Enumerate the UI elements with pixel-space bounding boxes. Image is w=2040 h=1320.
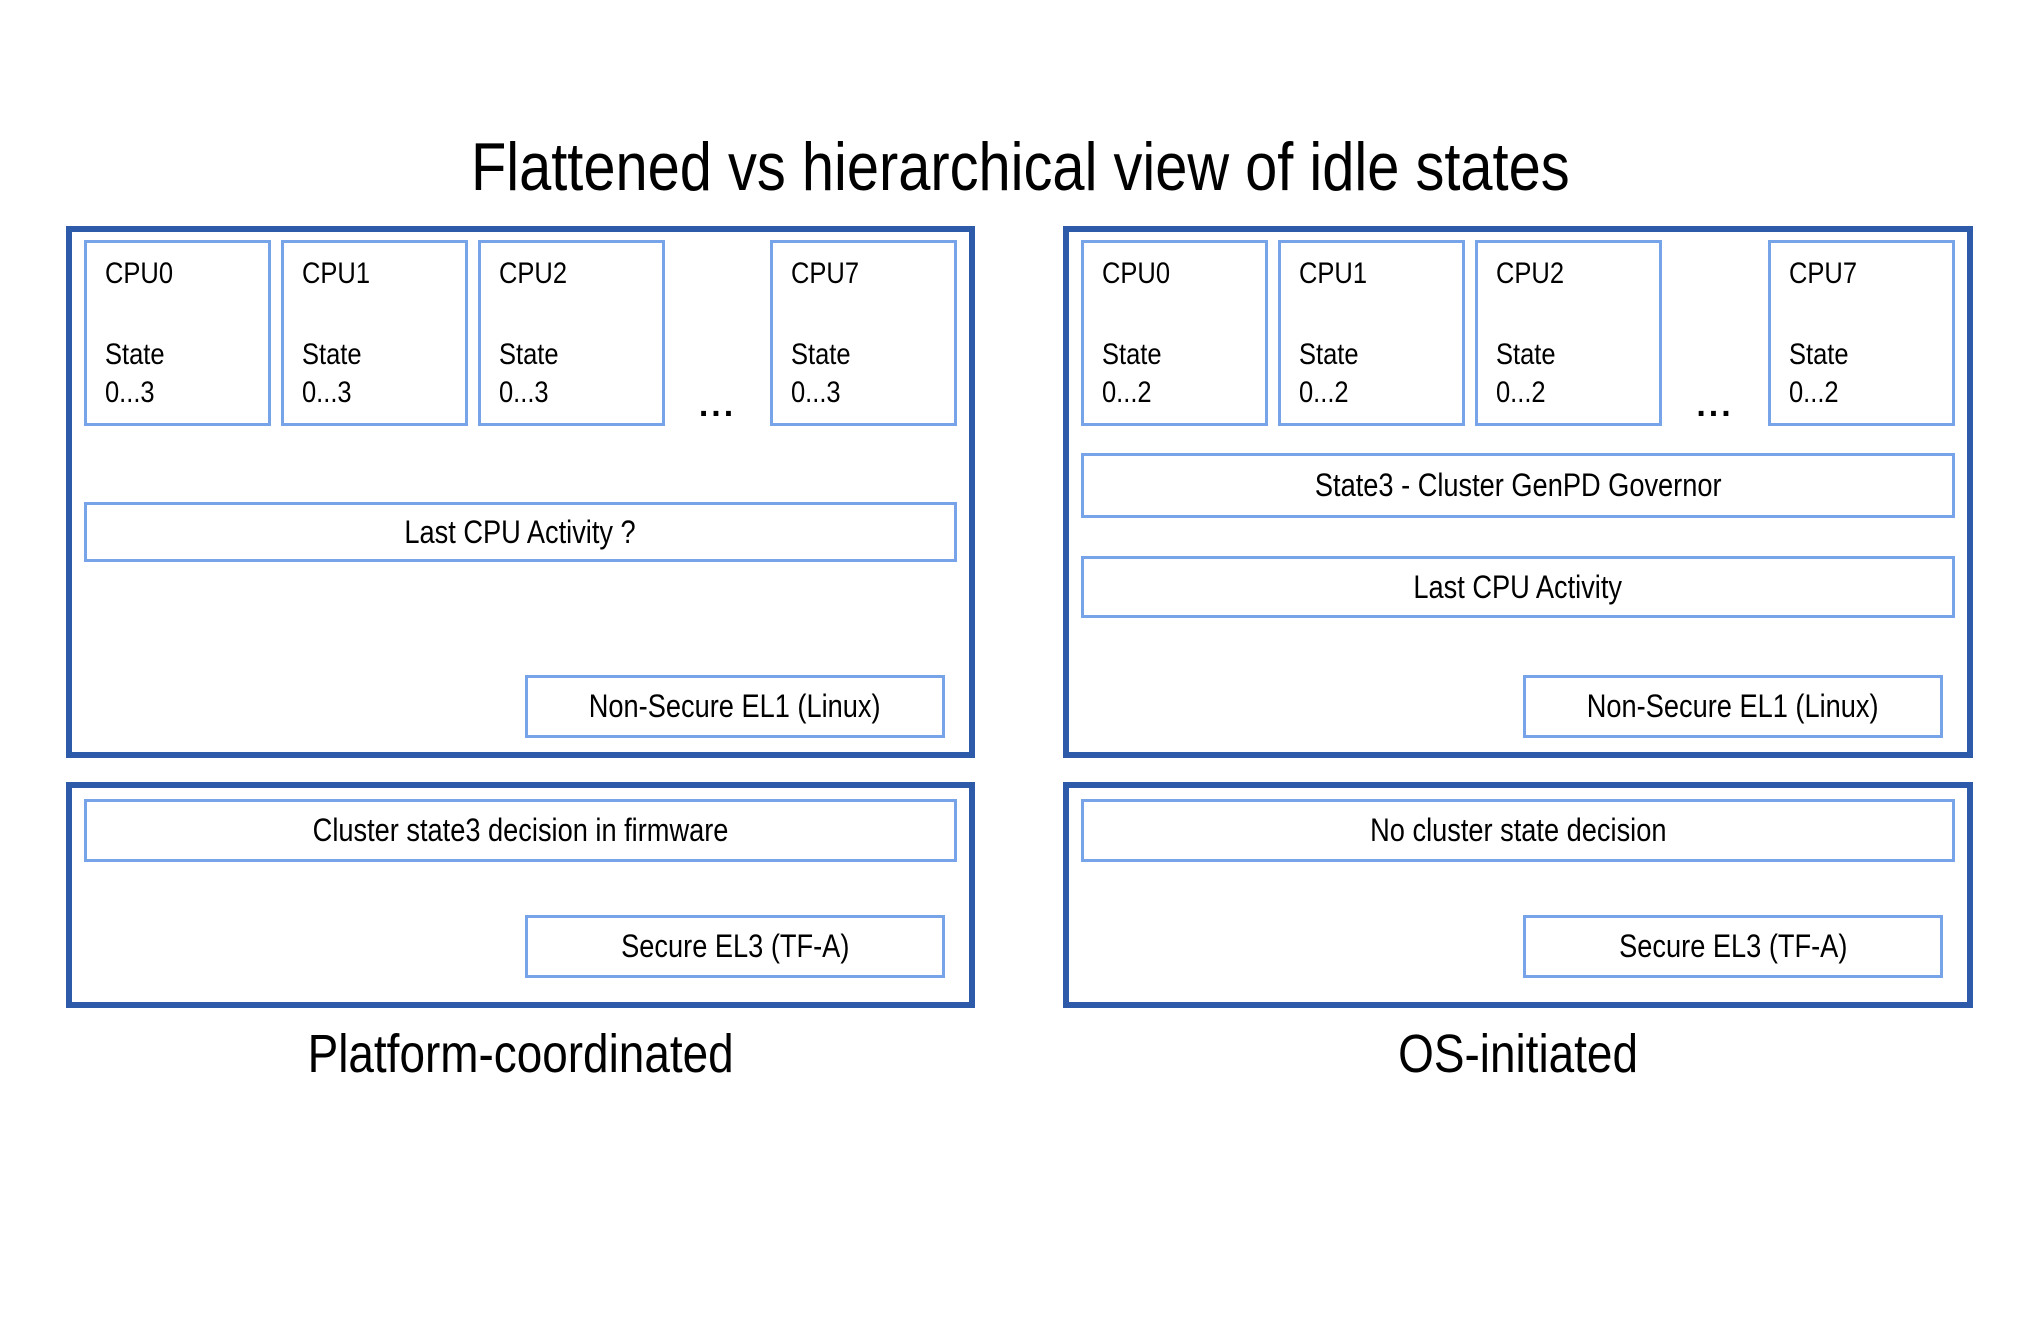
cpu-label: CPU7 bbox=[1789, 257, 1858, 290]
cpu-label: CPU2 bbox=[1496, 257, 1565, 290]
secure-el3-box: Secure EL3 (TF-A) bbox=[525, 915, 945, 978]
non-secure-el1-box: Non-Secure EL1 (Linux) bbox=[1523, 675, 1943, 738]
cluster-genpd-governor-box: State3 - Cluster GenPD Governor bbox=[1081, 453, 1955, 518]
no-cluster-decision-box: No cluster state decision bbox=[1081, 799, 1955, 862]
cluster-decision-box: Cluster state3 decision in firmware bbox=[84, 799, 957, 862]
last-cpu-activity-box: Last CPU Activity bbox=[1081, 556, 1955, 618]
platform-coordinated-secure-panel: Cluster state3 decision in firmware Secu… bbox=[66, 782, 975, 1008]
cpu-ellipsis: ... bbox=[1696, 386, 1734, 424]
cpu-label: CPU2 bbox=[499, 257, 568, 290]
secure-el3-box: Secure EL3 (TF-A) bbox=[1523, 915, 1943, 978]
page-title-text: Flattened vs hierarchical view of idle s… bbox=[470, 129, 1570, 205]
page-title: Flattened vs hierarchical view of idle s… bbox=[0, 130, 2040, 205]
caption-platform-coordinated: Platform-coordinated bbox=[307, 1024, 734, 1084]
non-secure-el1-box: Non-Secure EL1 (Linux) bbox=[525, 675, 945, 738]
cpu-label: CPU1 bbox=[1299, 257, 1368, 290]
cpu-label: CPU0 bbox=[1102, 257, 1171, 290]
cpu-label: CPU1 bbox=[302, 257, 371, 290]
os-initiated-secure-panel: No cluster state decision Secure EL3 (TF… bbox=[1063, 782, 1973, 1008]
last-cpu-activity-box: Last CPU Activity ? bbox=[84, 502, 957, 562]
cpu-ellipsis: ... bbox=[698, 386, 737, 424]
cpu-label: CPU0 bbox=[105, 257, 174, 290]
cpu-label: CPU7 bbox=[791, 257, 860, 290]
caption-os-initiated: OS-initiated bbox=[1398, 1024, 1638, 1084]
